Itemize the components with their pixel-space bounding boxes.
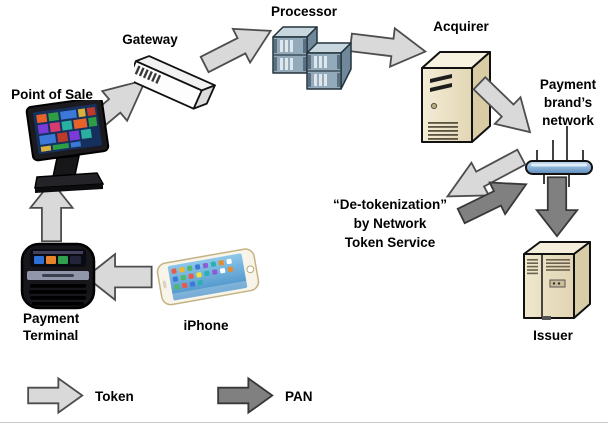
iphone-label: iPhone xyxy=(183,318,229,333)
legend-pan-label: PAN xyxy=(285,389,313,404)
acquirer-tower-icon xyxy=(416,44,502,150)
legend-token-label: Token xyxy=(95,389,134,404)
payment-brand-network-label: Payment brand’s network xyxy=(539,77,597,128)
legend-token-arrow xyxy=(27,376,84,415)
arrow-iphone-to-terminal xyxy=(84,251,153,303)
arrow-detokenization-to-network xyxy=(451,165,537,234)
point-of-sale-label: Point of Sale xyxy=(11,87,93,102)
arrow-network-to-issuer xyxy=(534,176,580,238)
gateway-label: Gateway xyxy=(122,32,178,47)
legend-pan-arrow xyxy=(217,376,274,415)
issuer-label: Issuer xyxy=(533,328,573,343)
arrow-network-to-detokenization xyxy=(435,138,532,216)
arrow-terminal-to-pos xyxy=(28,180,76,243)
point-of-sale-icon xyxy=(22,100,116,195)
payment-network-hub-icon xyxy=(524,124,596,190)
detokenization-label: “De-tokenization” by Network Token Servi… xyxy=(332,197,447,250)
arrow-gateway-to-processor xyxy=(193,11,282,85)
acquirer-label: Acquirer xyxy=(433,19,489,34)
issuer-server-icon xyxy=(520,240,596,326)
iphone-icon xyxy=(152,248,264,310)
payment-terminal-icon xyxy=(20,240,100,314)
arrow-acquirer-to-network xyxy=(464,67,546,149)
payment-terminal-label: Payment Terminal xyxy=(23,311,80,343)
processor-label: Processor xyxy=(270,4,338,19)
gateway-switch-icon xyxy=(134,50,222,114)
processor-servers-icon xyxy=(272,24,354,98)
arrow-processor-to-acquirer xyxy=(347,20,431,73)
